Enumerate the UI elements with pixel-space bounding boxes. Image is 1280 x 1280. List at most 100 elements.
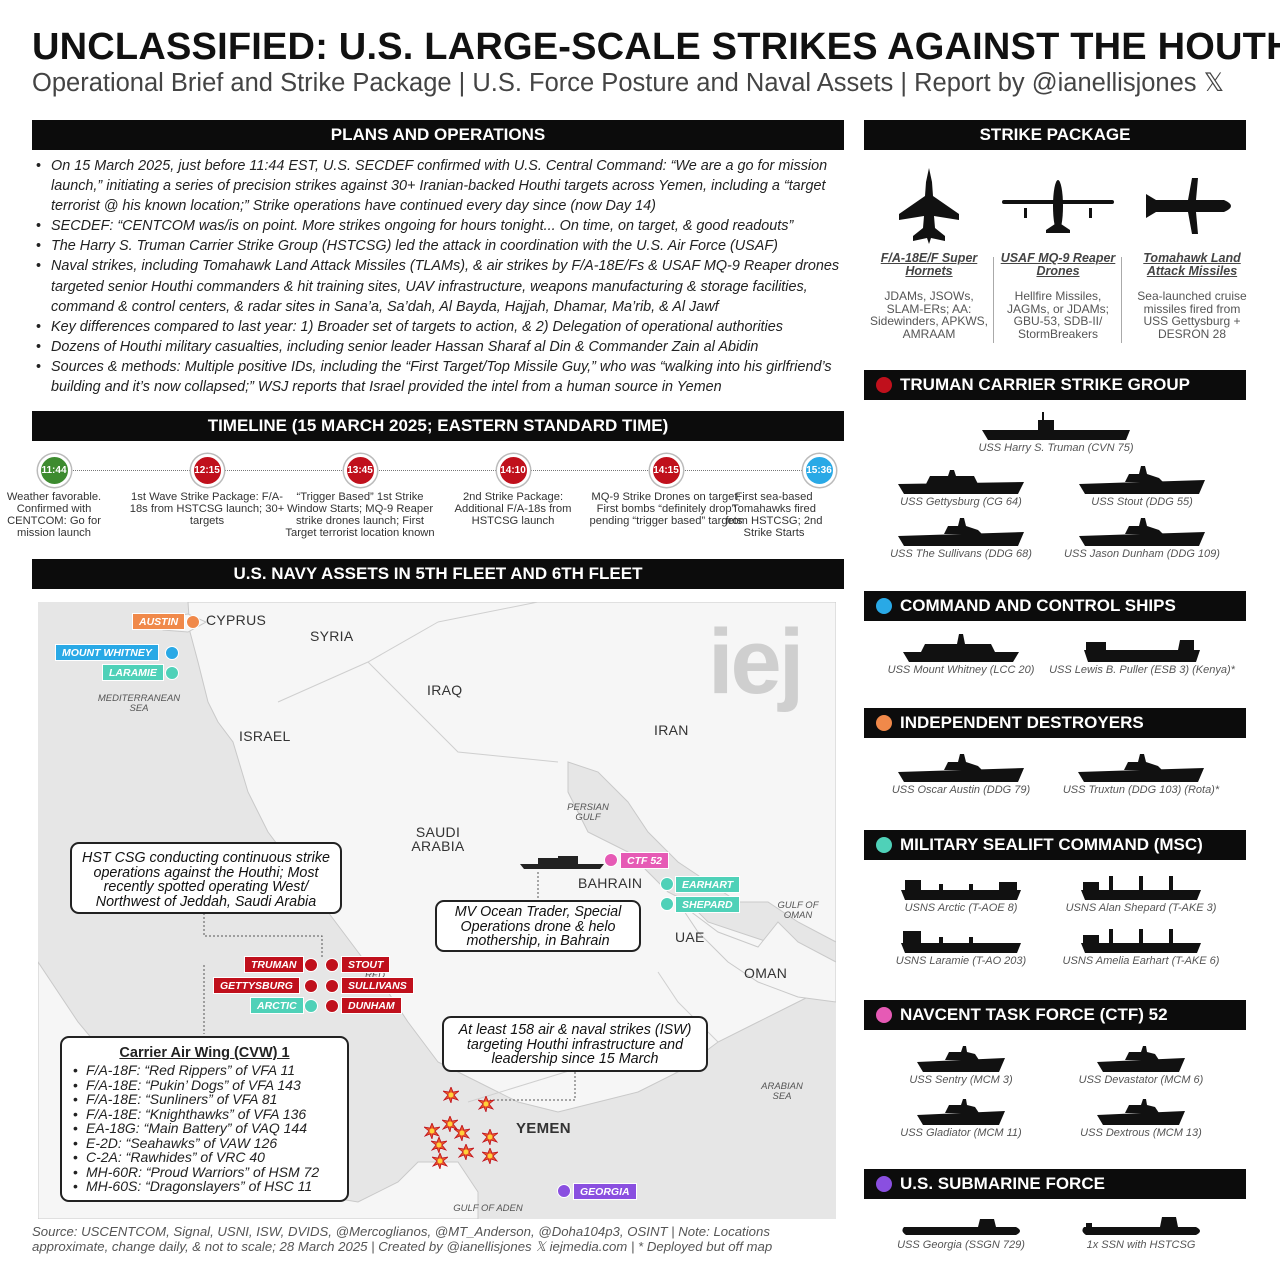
ship-entry: USS Truxtun (DDG 103) (Rota)*	[1053, 754, 1229, 796]
country-label: UAE	[675, 929, 705, 945]
strike-burst-icon	[482, 1148, 498, 1164]
strike-burst-icon	[442, 1116, 458, 1132]
strike-item-hornet: F/A-18E/F Super Hornets JDAMs, JSOWs, SL…	[869, 162, 989, 340]
ship-caption: USNS Alan Shepard (T-AKE 3)	[1065, 902, 1217, 914]
page-subtitle: Operational Brief and Strike Package | U…	[32, 69, 1225, 97]
timeline: 11:44 Weather favorable. Confirmed with …	[7, 448, 844, 548]
ship-marker[interactable]	[325, 999, 339, 1013]
cvw-title: Carrier Air Wing (CVW) 1	[119, 1045, 290, 1061]
ship-tag-ctf52[interactable]: CTF 52	[620, 852, 670, 869]
timeline-text: 1st Wave Strike Package: F/A-18s from HS…	[129, 491, 285, 527]
plans-list: On 15 March 2025, just before 11:44 EST,…	[34, 156, 844, 397]
ship-tag-stout[interactable]: STOUT	[341, 956, 391, 973]
destroyer-silhouette-icon	[898, 754, 1024, 782]
timeline-event: 14:15 MQ-9 Strike Drones on target; Firs…	[586, 454, 746, 527]
strike-burst-icon	[478, 1096, 494, 1112]
country-label: OMAN	[744, 965, 788, 981]
ship-marker[interactable]	[660, 897, 674, 911]
group-heading-text: NAVCENT TASK FORCE (CTF) 52	[900, 1005, 1168, 1024]
ship-caption: USS Sentry (MCM 3)	[909, 1074, 1013, 1086]
strike-package-heading: STRIKE PACKAGE	[864, 120, 1246, 150]
ship-marker[interactable]	[604, 853, 618, 867]
ship-tag-georgia[interactable]: GEORGIA	[573, 1183, 637, 1200]
ship-entry: USS Mount Whitney (LCC 20)	[883, 634, 1039, 676]
cvw-item: MH-60R: “Proud Warriors” of HSM 72	[72, 1164, 337, 1180]
ship-caption: USS Gladiator (MCM 11)	[900, 1127, 1022, 1139]
ocean-trader-callout: MV Ocean Trader, Special Operations dron…	[435, 900, 641, 952]
sea-label: GULF OF ADEN	[453, 1203, 523, 1214]
submarine-silhouette-icon	[902, 1219, 1020, 1235]
minesweeper-silhouette-icon	[1097, 1046, 1185, 1072]
ship-entry: USNS Amelia Earhart (T-AKE 6)	[1053, 925, 1229, 967]
carrier-silhouette-icon	[982, 412, 1130, 440]
ship-entry: USS Dextrous (MCM 13)	[1065, 1099, 1217, 1139]
ship-tag-earhart[interactable]: EARHART	[675, 876, 741, 893]
timeline-event: 11:44 Weather favorable. Confirmed with …	[0, 454, 134, 539]
ship-entry: USS Sentry (MCM 3)	[890, 1046, 1032, 1086]
ship-tag-arctic[interactable]: ARCTIC	[250, 997, 304, 1014]
strike-burst-icon	[432, 1153, 448, 1169]
ship-marker[interactable]	[325, 979, 339, 993]
ship-marker[interactable]	[304, 999, 318, 1013]
plans-bullet: The Harry S. Truman Carrier Strike Group…	[34, 236, 844, 256]
ship-caption: USS The Sullivans (DDG 68)	[890, 548, 1032, 560]
ship-entry: USS Harry S. Truman (CVN 75)	[966, 410, 1146, 454]
minesweeper-silhouette-icon	[917, 1046, 1005, 1072]
ship-marker[interactable]	[660, 877, 674, 891]
missile-icon	[1146, 178, 1231, 234]
fighter-jet-icon	[899, 168, 959, 244]
country-label: IRAN	[654, 722, 689, 738]
country-label: SAUDI ARABIA	[411, 824, 465, 854]
ship-caption: USS Stout (DDG 55)	[1091, 496, 1193, 508]
callout-connectors	[203, 872, 576, 1101]
ship-entry: USNS Arctic (T-AOE 8)	[883, 872, 1039, 914]
ship-marker[interactable]	[557, 1184, 571, 1198]
group-color-dot	[876, 1007, 892, 1023]
country-label: BAHRAIN	[578, 875, 643, 891]
strike-burst-icon	[424, 1123, 440, 1139]
ship-marker[interactable]	[304, 958, 318, 972]
sea-label: ARABIAN SEA	[761, 1081, 803, 1102]
ship-tag-gettysburg[interactable]: GETTYSBURG	[213, 977, 300, 994]
ship-tag-laramie[interactable]: LARAMIE	[102, 664, 164, 681]
ship-entry: USS Gettysburg (CG 64)	[893, 466, 1029, 508]
ship-tag-sullivans[interactable]: SULLIVANS	[341, 977, 414, 994]
ship-tag-truman[interactable]: TRUMAN	[244, 956, 304, 973]
ship-tag-dunham[interactable]: DUNHAM	[341, 997, 402, 1014]
source-note: Source: USCENTCOM, Signal, USNI, ISW, DV…	[32, 1224, 773, 1254]
strike-item-name: USAF MQ-9 Reaper Drones	[1000, 251, 1116, 278]
cvw-item: F/A-18E: “Pukin’ Dogs” of VFA 143	[72, 1077, 337, 1093]
timeline-dot: 14:10	[496, 454, 530, 487]
cargo-ship-silhouette-icon	[1081, 876, 1201, 900]
plans-bullet: On 15 March 2025, just before 11:44 EST,…	[34, 156, 844, 216]
ocean-trader-ship-icon	[520, 856, 604, 869]
ship-tag-austin[interactable]: AUSTIN	[132, 613, 186, 630]
ship-entry: USS The Sullivans (DDG 68)	[883, 518, 1039, 560]
timeline-dot: 13:45	[343, 454, 377, 487]
strike-item-desc: Sea-launched cruise missiles fired from …	[1137, 289, 1247, 341]
group-heading-msc: MILITARY SEALIFT COMMAND (MSC)	[864, 830, 1246, 860]
strike-item-desc: JDAMs, JSOWs, SLAM-ERs; AA: Sidewinders,…	[869, 289, 989, 341]
group-color-dot	[876, 715, 892, 731]
timeline-event: 13:45 “Trigger Based” 1st Strike Window …	[280, 454, 440, 539]
ship-marker[interactable]	[165, 666, 179, 680]
ship-marker[interactable]	[325, 958, 339, 972]
hst-callout: HST CSG conducting continuous strike ope…	[70, 842, 342, 914]
ship-entry: USS Lewis B. Puller (ESB 3) (Kenya)*	[1043, 634, 1241, 676]
ship-caption: USS Georgia (SSGN 729)	[897, 1239, 1025, 1251]
ship-tag-shepard[interactable]: SHEPARD	[675, 896, 740, 913]
cvw-item: C-2A: “Rawhides” of VRC 40	[72, 1150, 337, 1165]
strike-burst-icon	[431, 1137, 447, 1153]
ship-caption: USS Jason Dunham (DDG 109)	[1064, 548, 1220, 560]
ship-marker[interactable]	[304, 979, 318, 993]
timeline-text: MQ-9 Strike Drones on target; First bomb…	[589, 491, 743, 527]
timeline-dot: 11:44	[37, 454, 71, 487]
group-color-dot	[876, 598, 892, 614]
ship-marker[interactable]	[186, 615, 200, 629]
ship-caption: 1x SSN with HSTCSG	[1086, 1239, 1196, 1251]
destroyer-silhouette-icon	[1079, 518, 1205, 546]
ship-marker[interactable]	[165, 646, 179, 660]
carrier-air-wing-box: Carrier Air Wing (CVW) 1 F/A-18F: “Red R…	[60, 1036, 349, 1202]
strike-item-reaper: USAF MQ-9 Reaper Drones Hellfire Missile…	[998, 162, 1118, 340]
ship-tag-mount-whitney[interactable]: MOUNT WHITNEY	[55, 644, 159, 661]
